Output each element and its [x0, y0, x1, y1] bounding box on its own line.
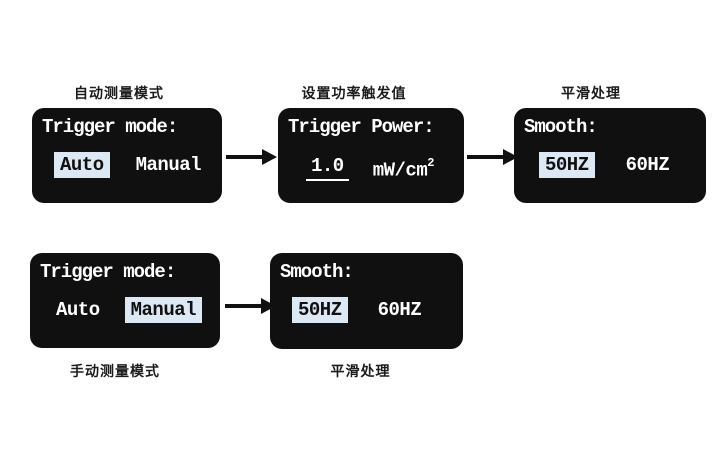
option-row: 50HZ 60HZ: [524, 152, 696, 178]
unit-base: mW/cm: [372, 159, 428, 182]
unit-superscript: 2: [427, 156, 435, 170]
trigger-power-unit: mW/cm2: [373, 154, 435, 181]
option-50hz: 50HZ: [539, 152, 595, 178]
caption-smooth-bottom: 平滑处理: [330, 363, 391, 379]
screen-title: Smooth:: [280, 261, 354, 283]
arrow-right-icon: [467, 148, 518, 166]
option-auto: Auto: [56, 299, 100, 321]
option-row: Auto Manual: [42, 152, 212, 178]
option-row: Auto Manual: [40, 297, 210, 323]
arrow-right-icon: [226, 148, 277, 166]
arrow-shaft: [225, 304, 261, 308]
option-60hz: 60HZ: [625, 154, 670, 176]
device-screen-trigger-mode-auto: Trigger mode: Auto Manual: [32, 108, 222, 203]
option-50hz: 50HZ: [292, 297, 348, 323]
option-60hz: 60HZ: [377, 299, 422, 321]
arrow-shaft: [226, 155, 262, 159]
device-screen-smooth-top: Smooth: 50HZ 60HZ: [514, 108, 706, 203]
option-manual: Manual: [124, 297, 203, 323]
caption-set-trigger-power: 设置功率触发值: [301, 85, 407, 101]
screen-title: Trigger Power:: [288, 116, 435, 138]
caption-auto-measure-mode: 自动测量模式: [74, 85, 164, 101]
device-screen-trigger-mode-manual: Trigger mode: Auto Manual: [30, 253, 220, 348]
option-row: 50HZ 60HZ: [280, 297, 453, 323]
caption-smooth-top: 平滑处理: [561, 85, 621, 101]
screen-title: Trigger mode:: [40, 261, 176, 283]
screen-title: Trigger mode:: [42, 116, 178, 138]
arrow-head: [262, 149, 277, 165]
arrow-right-icon: [225, 297, 276, 315]
device-screen-trigger-power: Trigger Power: 1.0 mW/cm2: [278, 108, 464, 203]
option-manual: Manual: [135, 154, 202, 176]
option-row: 1.0 mW/cm2: [288, 154, 454, 181]
screen-title: Smooth:: [524, 116, 598, 138]
arrow-shaft: [467, 155, 503, 159]
device-screen-smooth-bottom: Smooth: 50HZ 60HZ: [270, 253, 463, 349]
option-auto: Auto: [54, 152, 110, 178]
caption-manual-measure-mode: 手动测量模式: [70, 363, 160, 379]
trigger-power-value: 1.0: [306, 155, 349, 181]
